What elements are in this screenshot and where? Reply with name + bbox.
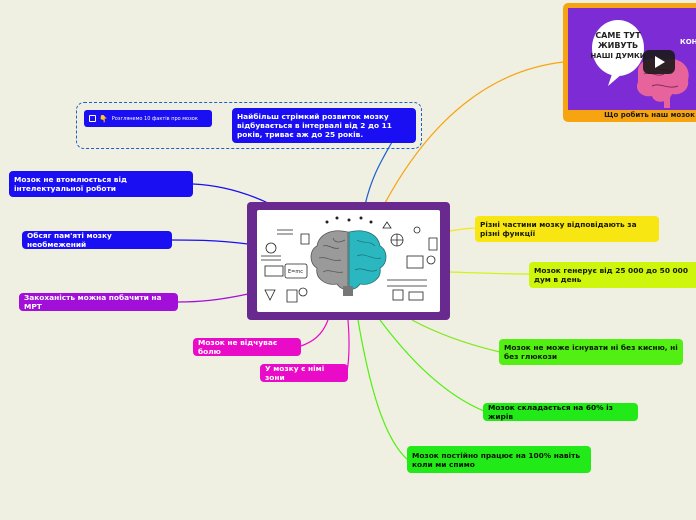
node-memory[interactable]: Обсяг пам'яті мозку необмежений xyxy=(22,231,172,249)
node-silent-zones[interactable]: У мозку є німі зони xyxy=(260,364,348,382)
facts-chip-label: Розглянемо 10 фактів про мозок xyxy=(111,115,198,122)
node-no-pain-label: Мозок не відчуває болю xyxy=(198,338,278,356)
node-no-pain[interactable]: Мозок не відчуває болю xyxy=(193,338,301,356)
formula-text: E=mc xyxy=(288,269,303,275)
node-love[interactable]: Закоханість можна побачити на МРТ xyxy=(19,293,178,311)
node-thoughts[interactable]: Мозок генерує від 25 000 до 50 000 дум в… xyxy=(529,262,696,288)
video-title-line-2: ЖИВУТЬ xyxy=(598,41,638,50)
node-development-label: Найбільш стрімкий розвиток мозку відбува… xyxy=(237,112,392,139)
node-oxygen-label: Мозок не може існувати ні без кисню, ні … xyxy=(504,343,678,361)
node-not-tired[interactable]: Мозок не втомлюється від інтелектуальної… xyxy=(9,171,193,197)
node-fat-label: Мозок складається на 60% із жирів xyxy=(488,403,613,421)
brain-science-illustration: E=mc xyxy=(261,216,438,303)
node-sleep[interactable]: Мозок постійно працює на 100% навіть кол… xyxy=(407,446,591,473)
node-oxygen[interactable]: Мозок не може існувати ні без кисню, ні … xyxy=(499,339,683,365)
facts-chip[interactable]: 👇 Розглянемо 10 фактів про мозок xyxy=(84,110,212,127)
node-sleep-label: Мозок постійно працює на 100% навіть кол… xyxy=(412,450,581,469)
video-thumbnail[interactable]: САМЕ ТУТ ЖИВУТЬ НАШІ ДУМКИ КОНТ xyxy=(568,8,696,110)
video-caption: Що робить наш мозок xyxy=(604,111,695,119)
play-icon xyxy=(655,56,665,68)
video-thumbnail-art: САМЕ ТУТ ЖИВУТЬ НАШІ ДУМКИ КОНТ xyxy=(590,20,696,108)
node-love-label: Закоханість можна побачити на МРТ xyxy=(24,293,162,311)
video-side-text: КОНТ xyxy=(680,38,696,46)
node-silent-zones-label: У мозку є німі зони xyxy=(265,364,325,382)
brain-right-hemisphere xyxy=(348,230,387,290)
pointing-hand-icon: 👇 xyxy=(99,114,108,123)
checkbox-icon[interactable] xyxy=(89,115,96,122)
node-development[interactable]: Найбільш стрімкий розвиток мозку відбува… xyxy=(232,108,416,143)
node-parts-label: Різні частини мозку відповідають за різн… xyxy=(480,220,637,238)
brain-left-hemisphere xyxy=(310,230,349,290)
central-image: E=mc xyxy=(257,210,440,312)
central-topic[interactable]: E=mc xyxy=(247,202,450,320)
video-title-line-3: НАШІ ДУМКИ xyxy=(590,52,645,60)
node-fat[interactable]: Мозок складається на 60% із жирів xyxy=(483,403,638,421)
node-thoughts-label: Мозок генерує від 25 000 до 50 000 дум в… xyxy=(534,266,688,284)
node-not-tired-label: Мозок не втомлюється від інтелектуальної… xyxy=(14,175,127,193)
video-card[interactable]: САМЕ ТУТ ЖИВУТЬ НАШІ ДУМКИ КОНТ Що робит… xyxy=(563,3,696,122)
node-memory-label: Обсяг пам'яті мозку необмежений xyxy=(27,231,112,249)
node-parts[interactable]: Різні частини мозку відповідають за різн… xyxy=(475,216,659,242)
video-title-line-1: САМЕ ТУТ xyxy=(595,31,641,40)
speech-bubble-icon xyxy=(592,20,644,76)
facts-group-frame xyxy=(76,102,422,149)
